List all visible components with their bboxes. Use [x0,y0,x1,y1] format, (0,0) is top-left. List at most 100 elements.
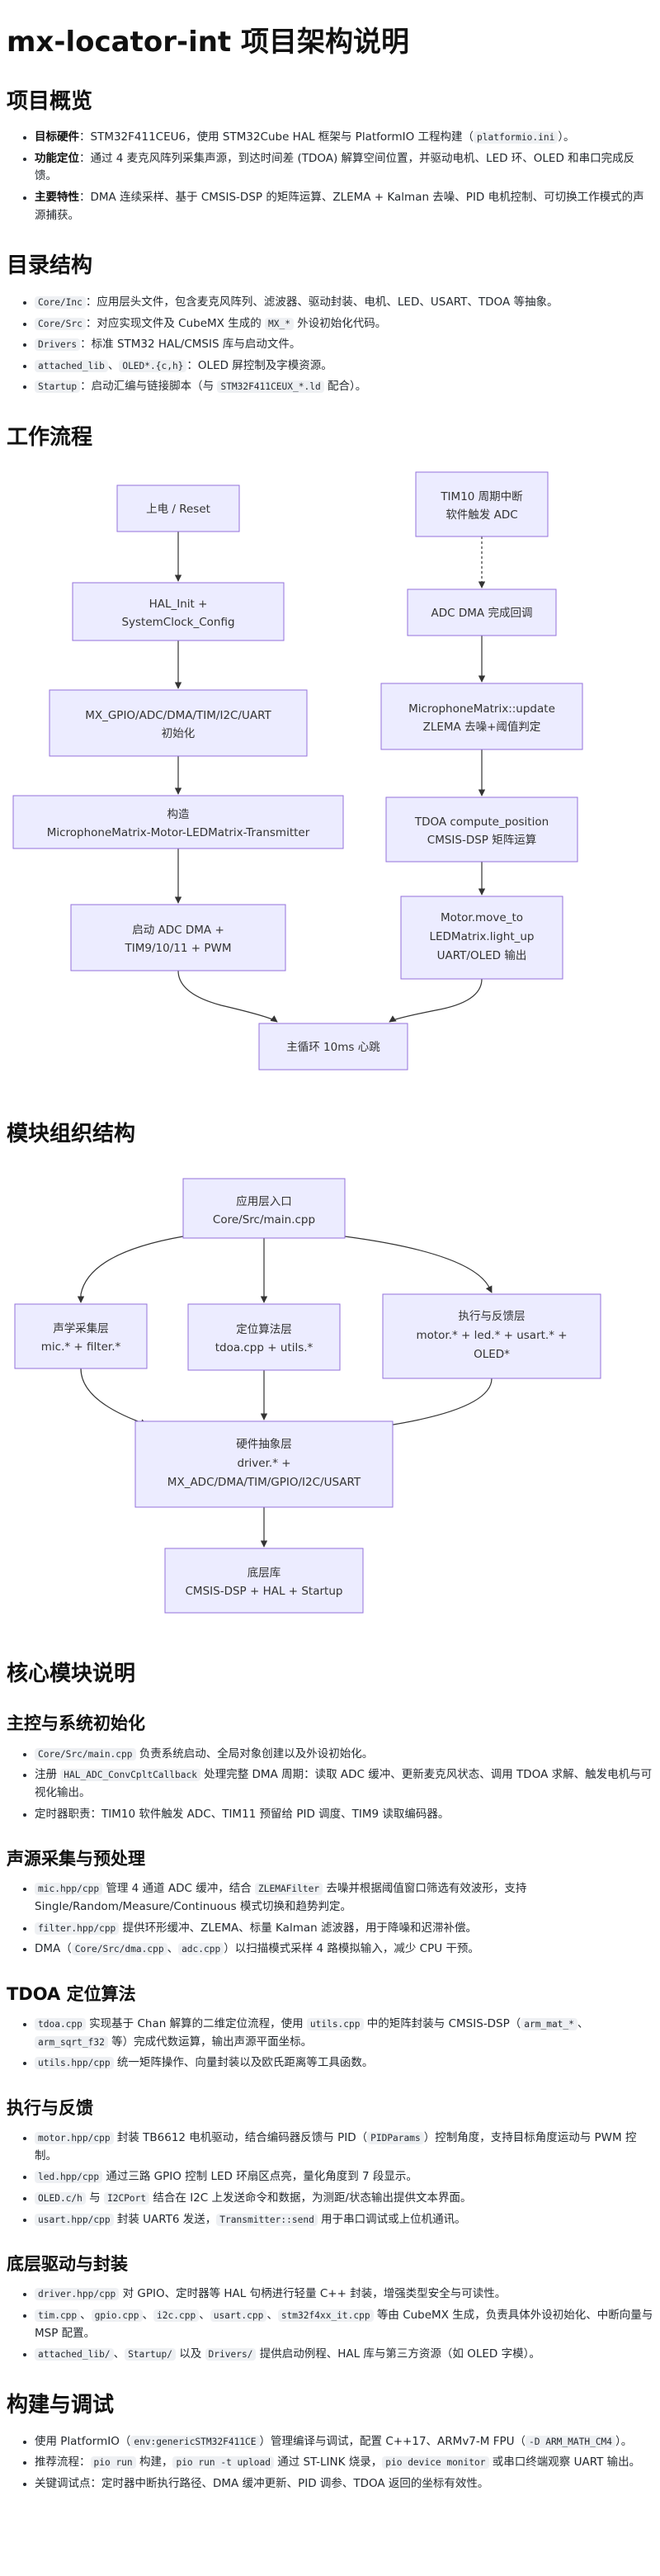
list-item: usart.hpp/cpp 封装 UART6 发送，Transmitter::s… [35,2211,653,2229]
flow-node-halinit: HAL_Init + SystemClock_Config [72,582,285,641]
core-section-list-init: Core/Src/main.cpp 负责系统启动、全局对象创建以及外设初始化。 … [7,1746,653,1823]
svg-text:CMSIS-DSP 矩阵运算: CMSIS-DSP 矩阵运算 [427,834,536,847]
svg-text:UART/OLED 输出: UART/OLED 输出 [437,949,527,962]
inline-code: OLED*.{c,h} [119,359,187,372]
flow-node-update: MicrophoneMatrix::update ZLEMA 去噪+阈值判定 [380,683,583,750]
svg-text:LEDMatrix.light_up: LEDMatrix.light_up [429,930,534,943]
overview-list: 目标硬件：STM32F411CEU6，使用 STM32Cube HAL 框架与 … [7,129,653,225]
core-section-list-feedback: motor.hpp/cpp 封装 TB6612 电机驱动，结合编码器反馈与 PI… [7,2129,653,2229]
svg-text:ZLEMA 去噪+阈值判定: ZLEMA 去噪+阈值判定 [423,721,541,734]
inline-code: stm32f4xx_it.cpp [277,2309,374,2322]
dir-item-drivers: Drivers：标准 STM32 HAL/CMSIS 库与启动文件。 [35,336,653,354]
list-item: 注册 HAL_ADC_ConvCpltCallback 处理完整 DMA 周期：… [35,1766,653,1802]
inline-code: i2c.cpp [153,2309,200,2322]
item-label: 功能定位 [35,151,79,165]
flow-node-start: 启动 ADC DMA + TIM9/10/11 + PWM [70,904,286,971]
core-section-list-drivers: driver.hpp/cpp 对 GPIO、定时器等 HAL 句柄进行轻量 C+… [7,2285,653,2363]
inline-code: I2CPort [103,2191,150,2205]
core-section-list-tdoa: tdoa.cpp 实现基于 Chan 解算的二维定位流程，使用 utils.cp… [7,2016,653,2073]
inline-code: mic.hpp/cpp [35,1883,103,1896]
flow-node-tdoa: TDOA compute_position CMSIS-DSP 矩阵运算 [385,796,578,863]
module-node-exec: 执行与反馈层 motor.* + led.* + usart.* + OLED* [382,1293,601,1379]
inline-code: platformio.ini [474,131,559,144]
list-item: driver.hpp/cpp 对 GPIO、定时器等 HAL 句柄进行轻量 C+… [35,2285,653,2304]
flow-heading: 工作流程 [7,425,93,451]
svg-text:构造: 构造 [167,808,190,821]
list-item: OLED.c/h 与 I2CPort 结合在 I2C 上发送命令和数据，为测距/… [35,2190,653,2208]
inline-code: Core/Src/main.cpp [35,1747,136,1761]
inline-code: env:genericSTM32F411CE [130,2435,260,2448]
list-item: tim.cpp、gpio.cpp、i2c.cpp、usart.cpp、stm32… [35,2307,653,2342]
dir-item-core-src: Core/Src：对应实现文件及 CubeMX 生成的 MX_* 外设初始化代码… [35,315,653,333]
svg-text:声学采集层: 声学采集层 [53,1322,109,1335]
overview-item-hardware: 目标硬件：STM32F411CEU6，使用 STM32Cube HAL 框架与 … [35,129,653,147]
overview-item-function: 功能定位：通过 4 麦克风阵列采集声源，到达时间差 (TDOA) 解算空间位置，… [35,150,653,186]
svg-text:ADC DMA 完成回调: ADC DMA 完成回调 [431,607,533,620]
svg-text:MicrophoneMatrix-Motor-LEDMatr: MicrophoneMatrix-Motor-LEDMatrix-Transmi… [47,826,310,839]
overview-heading: 项目概览 [7,88,93,114]
page-title: mx-locator-int 项目架构说明 [7,26,410,59]
svg-text:主循环 10ms 心跳: 主循环 10ms 心跳 [286,1041,380,1054]
svg-text:driver.* +: driver.* + [237,1457,290,1470]
inline-code: motor.hpp/cpp [35,2132,114,2145]
inline-code: usart.hpp/cpp [35,2213,114,2226]
svg-text:初始化: 初始化 [162,726,196,740]
inline-code: pio run -t upload [172,2456,274,2470]
inline-code: usart.cpp [210,2309,267,2322]
svg-text:硬件抽象层: 硬件抽象层 [236,1438,292,1451]
svg-text:底层库: 底层库 [248,1567,281,1580]
module-edge-app-exec [344,1236,493,1293]
dirs-heading: 目录结构 [7,253,93,279]
flow-node-tim10: TIM10 周期中断 软件触发 ADC [415,471,549,537]
dir-item-attached-lib: attached_lib、OLED*.{c,h}：OLED 屏控制及字模资源。 [35,357,653,376]
svg-text:MX_GPIO/ADC/DMA/TIM/I2C/UART: MX_GPIO/ADC/DMA/TIM/I2C/UART [85,709,271,722]
core-section-heading-acquisition: 声源采集与预处理 [7,1849,145,1869]
svg-text:Core/Src/main.cpp: Core/Src/main.cpp [213,1213,315,1227]
flow-node-mainloop: 主循环 10ms 心跳 [258,1023,408,1071]
document: mx-locator-int 项目架构说明 项目概览 目标硬件：STM32F41… [0,0,660,2512]
inline-code: OLED.c/h [35,2191,86,2205]
inline-code: Core/Src [35,317,86,330]
flow-edge-motor-mainloop [389,978,483,1023]
inline-code: gpio.cpp [91,2309,143,2322]
svg-text:MicrophoneMatrix::update: MicrophoneMatrix::update [408,702,555,716]
core-section-heading-init: 主控与系统初始化 [7,1713,145,1734]
module-node-app: 应用层入口 Core/Src/main.cpp [182,1178,346,1239]
list-item: DMA（Core/Src/dma.cpp、adc.cpp）以扫描模式采样 4 路… [35,1940,653,1959]
svg-text:motor.* + led.* + usart.* +: motor.* + led.* + usart.* + [416,1329,567,1342]
inline-code: utils.cpp [306,2018,364,2031]
inline-code: utils.hpp/cpp [35,2057,114,2070]
inline-code: Startup [35,380,81,394]
svg-text:CMSIS-DSP + HAL + Startup: CMSIS-DSP + HAL + Startup [186,1585,343,1598]
build-list: 使用 PlatformIO（env:genericSTM32F411CE）管理编… [7,2433,653,2493]
module-edge-app-sound [77,1236,184,1303]
inline-code: arm_mat_* [521,2018,578,2031]
inline-code: attached_lib [35,359,108,372]
svg-text:TDOA compute_position: TDOA compute_position [414,815,549,829]
list-item: motor.hpp/cpp 封装 TB6612 电机驱动，结合编码器反馈与 PI… [35,2129,653,2165]
svg-text:mic.* + filter.*: mic.* + filter.* [41,1340,121,1354]
item-label: 主要特性 [35,191,79,205]
flow-node-motor: Motor.move_to LEDMatrix.light_up UART/OL… [400,896,563,980]
inline-code: led.hpp/cpp [35,2171,103,2184]
svg-text:tdoa.cpp + utils.*: tdoa.cpp + utils.* [215,1341,314,1354]
workflow-diagram: 上电 / Reset HAL_Init + SystemClock_Config… [12,471,583,1071]
list-item: 关键调试点：定时器中断执行路径、DMA 缓冲更新、PID 调参、TDOA 返回的… [35,2475,653,2493]
inline-code: filter.hpp/cpp [35,1921,120,1935]
inline-code: pio device monitor [382,2456,489,2470]
list-item: attached_lib/、Startup/ 以及 Drivers/ 提供启动例… [35,2346,653,2364]
core-heading: 核心模块说明 [7,1661,136,1686]
svg-text:TIM9/10/11 + PWM: TIM9/10/11 + PWM [125,942,232,955]
build-heading: 构建与调试 [7,2392,115,2418]
inline-code: STM32F411CEUX_*.ld [217,380,324,394]
list-item: mic.hpp/cpp 管理 4 通道 ADC 缓冲，结合 ZLEMAFilte… [35,1880,653,1916]
inline-code: arm_sqrt_f32 [35,2035,108,2049]
inline-code: HAL_ADC_ConvCpltCallback [60,1769,200,1782]
flow-node-mxinit: MX_GPIO/ADC/DMA/TIM/I2C/UART 初始化 [49,689,308,757]
list-item: utils.hpp/cpp 统一矩阵操作、向量封装以及欧氏距离等工具函数。 [35,2054,653,2073]
svg-text:TIM10 周期中断: TIM10 周期中断 [440,490,522,503]
inline-code: Drivers/ [205,2348,257,2361]
list-item: filter.hpp/cpp 提供环形缓冲、ZLEMA、标量 Kalman 滤波… [35,1920,653,1938]
inline-code: pio run [90,2456,136,2470]
flow-node-power: 上电 / Reset [116,484,240,532]
